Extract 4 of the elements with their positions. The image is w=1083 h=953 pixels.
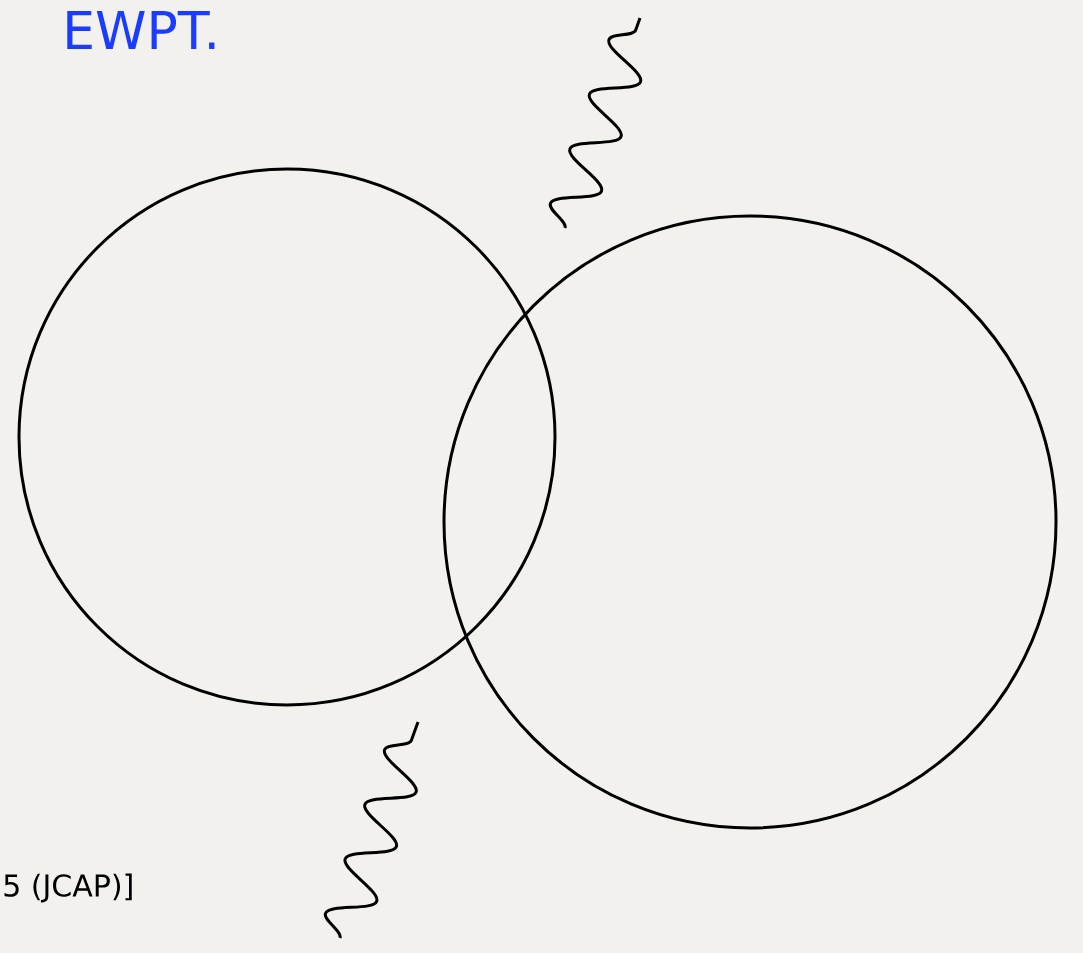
heading: EWPT. (67, 11, 215, 49)
bubble-circle (442, 214, 1058, 830)
bubble-circle (17, 167, 557, 707)
reference-text: 5 (JCAP)] (4, 873, 132, 903)
